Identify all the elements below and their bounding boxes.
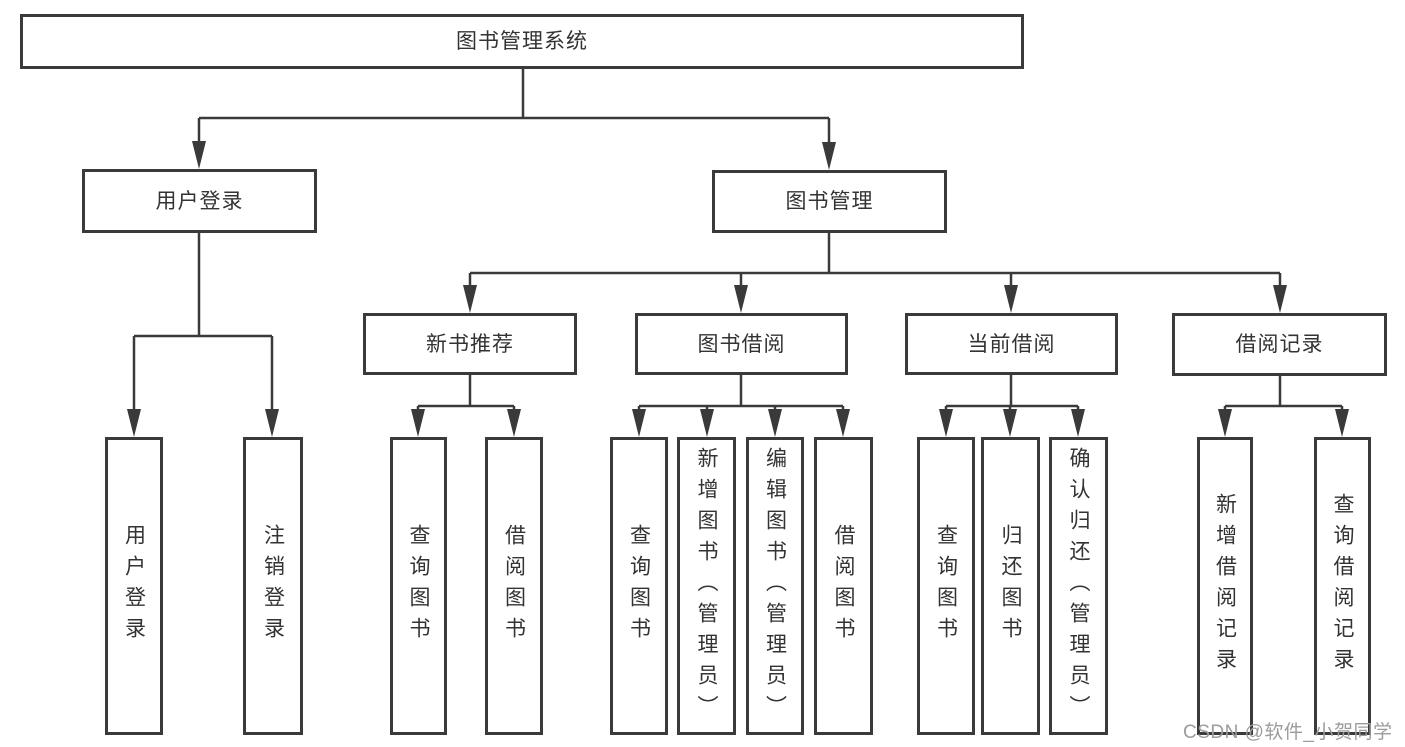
node-book-management: 图书管理: [712, 170, 947, 233]
node-label: 编辑图书（管理员）: [763, 446, 787, 726]
node-label: 图书管理: [785, 190, 874, 213]
arrowhead: [192, 141, 206, 169]
arrowhead: [1004, 285, 1018, 313]
leaf-current-query-books: 查询图书: [917, 437, 975, 735]
node-label: 借阅记录: [1235, 333, 1324, 356]
arrowhead: [822, 142, 836, 170]
node-current-borrow: 当前借阅: [905, 313, 1118, 375]
connector-new-book-rec-to-leaves: [416, 375, 516, 414]
arrowhead: [1071, 409, 1085, 437]
arrowhead: [1273, 285, 1287, 313]
connector-current-borrow-to-leaves: [944, 375, 1080, 414]
leaf-edit-books-admin: 编辑图书（管理员）: [746, 437, 804, 735]
node-label: 查询借阅记录: [1331, 493, 1354, 679]
leaf-confirm-return-admin: 确认归还（管理员）: [1049, 437, 1108, 735]
leaf-query-borrow-record: 查询借阅记录: [1314, 437, 1371, 735]
arrowhead: [734, 285, 748, 313]
node-new-book-recommend: 新书推荐: [363, 313, 577, 375]
connector-book-mgmt-to-level3: [468, 233, 1282, 290]
csdn-watermark: CSDN @软件_小贺同学: [1183, 722, 1393, 743]
node-label: 用户登录: [122, 524, 146, 648]
leaf-return-books: 归还图书: [981, 437, 1040, 735]
connector-user-login-to-leaves: [132, 233, 274, 414]
node-label: 归还图书: [999, 524, 1022, 648]
node-label: 查询图书: [627, 524, 651, 648]
connector-root-to-level2: [197, 69, 831, 146]
leaf-recommend-query-books: 查询图书: [390, 437, 447, 735]
leaf-logout: 注销登录: [243, 437, 303, 735]
arrowhead: [768, 409, 782, 437]
node-label: 新书推荐: [426, 332, 514, 356]
node-label: 查询图书: [934, 524, 958, 648]
arrowhead: [463, 285, 477, 313]
leaf-user-login: 用户登录: [105, 437, 163, 735]
node-label: 图书管理系统: [456, 30, 588, 53]
node-root-system: 图书管理系统: [20, 14, 1024, 69]
node-label: 注销登录: [261, 524, 285, 648]
arrowhead: [411, 409, 425, 437]
leaf-add-books-admin: 新增图书（管理员）: [677, 437, 736, 735]
leaf-add-borrow-record: 新增借阅记录: [1197, 437, 1253, 735]
leaf-borrow-books: 借阅图书: [814, 437, 873, 735]
arrowhead: [1003, 409, 1017, 437]
arrowhead: [700, 409, 714, 437]
arrowhead: [127, 409, 141, 437]
node-label: 新增图书（管理员）: [695, 446, 718, 726]
node-label: 查询图书: [407, 524, 430, 648]
node-label: 借阅图书: [502, 524, 526, 648]
node-book-borrow: 图书借阅: [635, 313, 848, 375]
node-label: 借阅图书: [832, 524, 855, 648]
node-label: 图书借阅: [697, 332, 786, 356]
node-label: 当前借阅: [967, 332, 1056, 356]
leaf-recommend-borrow-books: 借阅图书: [485, 437, 543, 735]
arrowhead: [507, 409, 521, 437]
node-label: 确认归还（管理员）: [1067, 446, 1090, 726]
arrowhead: [836, 409, 850, 437]
node-label: 用户登录: [155, 189, 244, 213]
arrowhead: [1218, 409, 1232, 437]
arrowhead: [265, 409, 279, 437]
connector-borrow-records-to-leaves: [1223, 375, 1344, 414]
node-label: 新增借阅记录: [1213, 493, 1237, 679]
leaf-borrow-query-books: 查询图书: [610, 437, 668, 735]
connector-book-borrow-to-leaves: [637, 375, 845, 414]
node-borrow-records: 借阅记录: [1172, 313, 1387, 376]
arrowhead: [939, 409, 953, 437]
arrowhead: [1335, 409, 1349, 437]
node-user-login: 用户登录: [82, 169, 317, 233]
arrowhead: [632, 409, 646, 437]
